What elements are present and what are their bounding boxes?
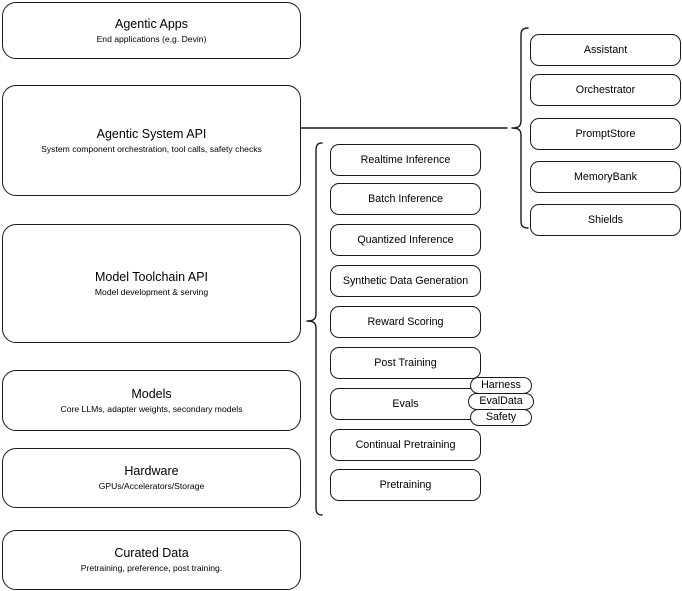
component-orchestrator[interactable]: Orchestrator (530, 74, 681, 106)
layer-hardware[interactable]: Hardware GPUs/Accelerators/Storage (2, 448, 301, 508)
layer-model-toolchain-api[interactable]: Model Toolchain API Model development & … (2, 224, 301, 343)
layer-agentic-apps[interactable]: Agentic Apps End applications (e.g. Devi… (2, 2, 301, 59)
badge-label: EvalData (479, 395, 523, 407)
component-label: Continual Pretraining (355, 439, 456, 451)
component-label: Shields (587, 214, 624, 226)
component-batch-inference[interactable]: Batch Inference (330, 183, 481, 215)
component-label: Quantized Inference (357, 234, 454, 246)
toolchain-components-brace (298, 140, 324, 522)
component-label: Synthetic Data Generation (342, 275, 469, 287)
layer-title: Hardware (124, 464, 179, 478)
component-reward-scoring[interactable]: Reward Scoring (330, 306, 481, 338)
component-pretraining[interactable]: Pretraining (330, 469, 481, 501)
component-shields[interactable]: Shields (530, 204, 681, 236)
layer-subtitle: System component orchestration, tool cal… (41, 143, 262, 154)
component-promptstore[interactable]: PromptStore (530, 118, 681, 150)
agentic-components-brace (508, 26, 532, 244)
component-label: MemoryBank (574, 171, 637, 183)
component-label: Pretraining (379, 479, 432, 491)
component-synthetic-data-generation[interactable]: Synthetic Data Generation (330, 265, 481, 297)
component-label: Post Training (374, 357, 437, 369)
layer-subtitle: Model development & serving (94, 286, 209, 297)
badge-safety[interactable]: Safety (470, 409, 532, 426)
component-quantized-inference[interactable]: Quantized Inference (330, 224, 481, 256)
layer-subtitle: Core LLMs, adapter weights, secondary mo… (60, 403, 243, 414)
component-memorybank[interactable]: MemoryBank (530, 161, 681, 193)
badge-label: Safety (485, 411, 517, 423)
component-assistant[interactable]: Assistant (530, 34, 681, 66)
layer-title: Curated Data (114, 546, 189, 560)
component-label: Assistant (583, 44, 628, 56)
layer-curated-data[interactable]: Curated Data Pretraining, preference, po… (2, 530, 301, 590)
layer-models[interactable]: Models Core LLMs, adapter weights, secon… (2, 370, 301, 431)
component-label: PromptStore (575, 128, 636, 140)
component-continual-pretraining[interactable]: Continual Pretraining (330, 429, 481, 461)
component-label: Evals (392, 398, 419, 410)
component-evals[interactable]: Evals (330, 388, 481, 420)
layer-title: Agentic System API (96, 126, 207, 141)
brace-path (511, 27, 529, 229)
badge-label: Harness (481, 379, 521, 391)
layer-subtitle: End applications (e.g. Devin) (96, 33, 207, 44)
component-label: Realtime Inference (360, 154, 451, 166)
layer-subtitle: Pretraining, preference, post training. (80, 563, 223, 573)
layer-title: Model Toolchain API (94, 269, 209, 284)
badge-harness[interactable]: Harness (470, 377, 532, 394)
connector-agentic-system-to-components (300, 118, 525, 138)
layer-subtitle: GPUs/Accelerators/Storage (98, 481, 205, 491)
layer-title: Agentic Apps (115, 16, 188, 31)
layer-title: Models (131, 386, 172, 401)
component-realtime-inference[interactable]: Realtime Inference (330, 144, 481, 176)
component-post-training[interactable]: Post Training (330, 347, 481, 379)
component-label: Batch Inference (368, 193, 443, 205)
component-label: Reward Scoring (367, 316, 444, 328)
brace-path (306, 142, 323, 516)
layer-agentic-system-api[interactable]: Agentic System API System component orch… (2, 85, 301, 196)
badge-evaldata[interactable]: EvalData (468, 393, 534, 410)
component-label: Orchestrator (575, 84, 636, 96)
